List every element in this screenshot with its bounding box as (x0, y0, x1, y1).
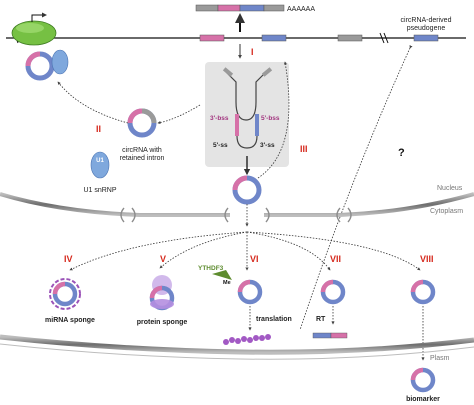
mirna-sponge-label: miRNA sponge (45, 317, 95, 324)
plasma-membrane-inner (0, 343, 474, 360)
step-IV-label: IV (64, 254, 73, 264)
exon-grey (337, 34, 363, 42)
step-II-label: II (96, 124, 101, 134)
rt-label: RT (316, 316, 326, 323)
rt-circrna (320, 279, 346, 305)
circrna-retained-intron (127, 108, 157, 138)
bss-5prime: 5'-bss (261, 115, 280, 122)
polymerase-complex (11, 12, 57, 46)
step-II-path (57, 81, 129, 124)
pseudogene-label-line2: pseudogene (407, 25, 446, 32)
exon-pink (199, 34, 225, 42)
nucleus-label: Nucleus (437, 185, 463, 192)
plasm-label: Plasm (430, 355, 450, 362)
poly-a-tail: AAAAAA (287, 6, 315, 13)
peptide-chain (223, 334, 271, 345)
u1-snrnp-label: U1 snRNP (83, 187, 116, 194)
pseudogene-label-line1: circRNA-derived (401, 17, 452, 24)
nuclear-membrane (0, 192, 474, 223)
ss-3prime: 3'-ss (260, 142, 275, 149)
retained-label-line1: circRNA with (122, 147, 162, 154)
me-label: Me (223, 280, 231, 286)
exon-blue (261, 34, 287, 42)
ythdf3-label: YTHDF3 (198, 265, 224, 272)
u1-badge-complex: U1 (56, 46, 63, 52)
step-VII-label: VII (330, 254, 341, 264)
pseudogene-path (299, 45, 413, 331)
pseudogene-exon (413, 34, 439, 42)
step-VIII-label: VIII (420, 254, 434, 264)
gene-locus (6, 32, 466, 44)
u1-snrnp: U1 (90, 151, 110, 179)
circrna-main (232, 175, 262, 205)
ythdf3-shape (212, 270, 232, 280)
retained-label-line2: retained intron (120, 155, 165, 162)
cytoplasm-label: Cytoplasm (430, 208, 463, 215)
linear-transcript: AAAAAA (195, 4, 315, 13)
bss-3prime: 3'-bss (210, 115, 229, 122)
transcription-complex: U1 (25, 46, 69, 81)
retained-arrow (157, 104, 201, 125)
plasma-membrane (0, 334, 474, 355)
ss-5prime: 5'-ss (213, 142, 228, 149)
protein-sponge-circrna (149, 275, 175, 311)
biomarker-label: biomarker (406, 396, 440, 403)
translating-circrna (237, 279, 263, 305)
biomarker-circrna (410, 367, 436, 393)
translation-label: translation (256, 316, 292, 323)
step-V-label: V (160, 254, 166, 264)
step-I-label: I (251, 47, 254, 57)
u1-badge: U1 (96, 158, 104, 164)
step-VI-label: VI (250, 254, 259, 264)
fate-branches (69, 231, 421, 271)
back-splicing-panel (205, 62, 289, 167)
protein-sponge-label: protein sponge (137, 319, 188, 326)
biomarker-circrna-top (410, 279, 436, 305)
rt-product (312, 332, 348, 339)
question-mark: ? (398, 147, 405, 159)
mirna-sponge-circrna (49, 278, 81, 310)
step-III-label: III (300, 144, 308, 154)
step-III-path (257, 61, 290, 179)
